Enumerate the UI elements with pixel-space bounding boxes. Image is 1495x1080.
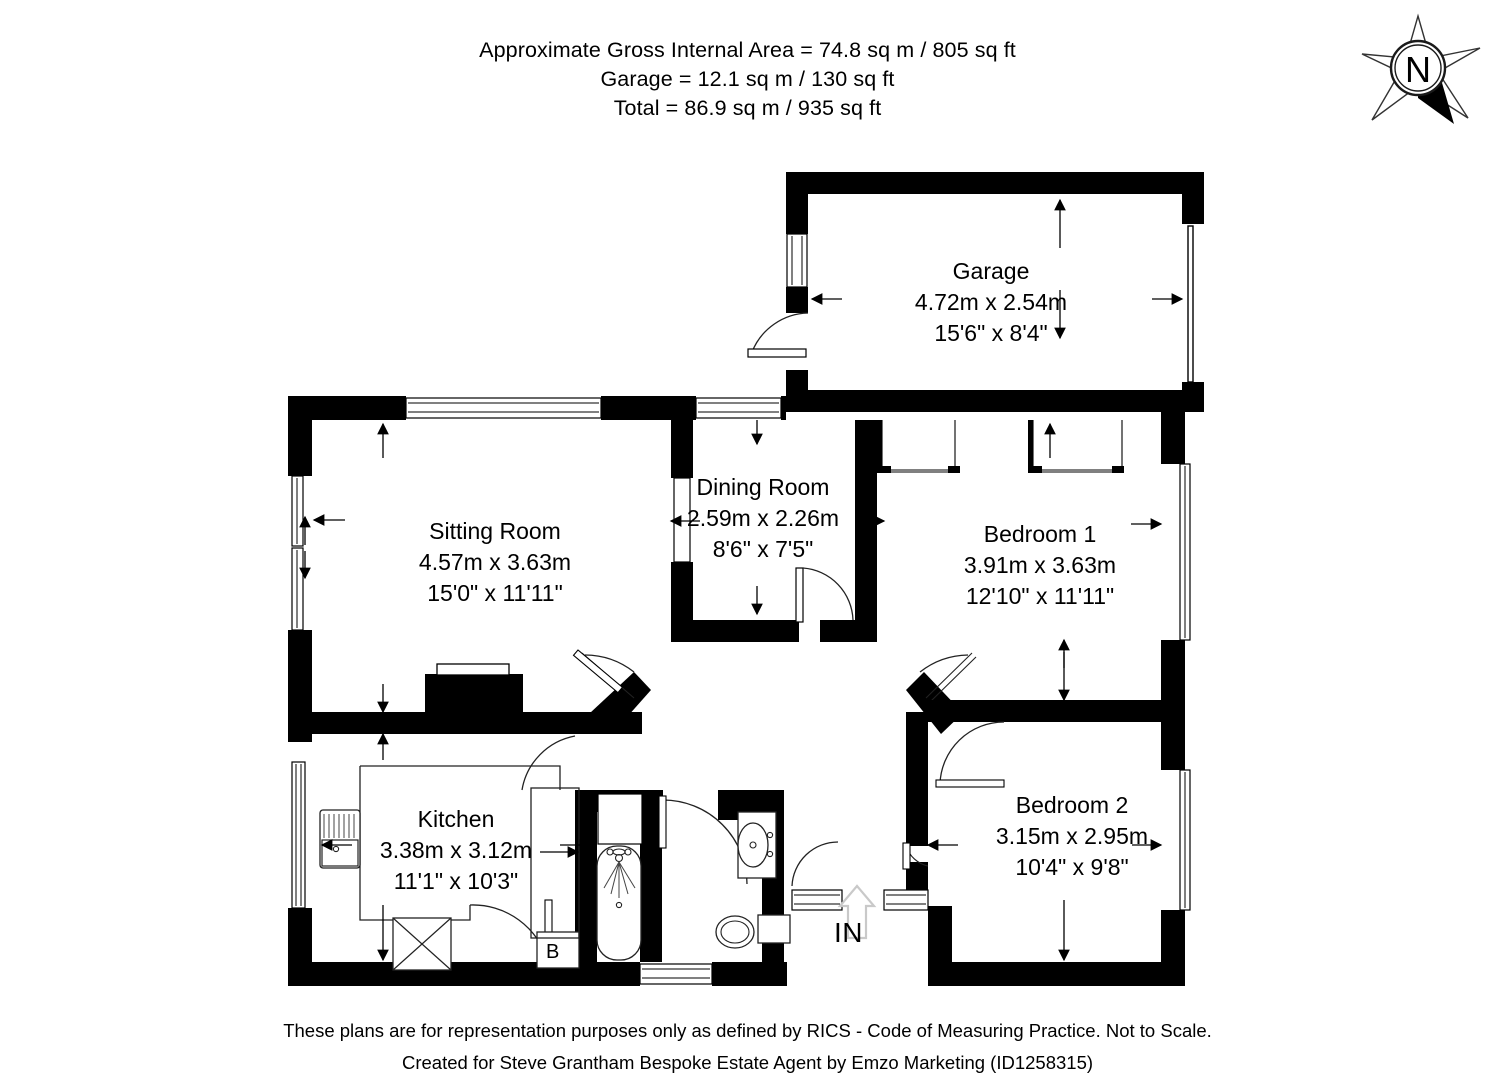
room-label-sitting-room: Sitting Room 4.57m x 3.63m 15'0" x 11'11… [370, 516, 620, 609]
creator-credit: Created for Steve Grantham Bespoke Estat… [401, 1052, 1094, 1073]
room-label-dining-room: Dining Room 2.59m x 2.26m 8'6" x 7'5" [665, 472, 861, 565]
dining-room-imperial: 8'6" x 7'5" [712, 536, 814, 562]
garage-imperial: 15'6" x 8'4" [934, 320, 1048, 346]
garage-metric: 4.72m x 2.54m [914, 289, 1068, 315]
compass-north-label: N [1405, 49, 1431, 90]
bedroom-2-imperial: 10'4" x 9'8" [1015, 854, 1129, 880]
fixtures-group [319, 765, 791, 971]
sitting-room-name: Sitting Room [429, 518, 561, 544]
room-label-garage: Garage 4.72m x 2.54m 15'6" x 8'4" [875, 256, 1107, 349]
bedroom-1-imperial: 12'10" x 11'11" [965, 583, 1115, 609]
plan-footer: These plans are for representation purpo… [0, 1015, 1495, 1079]
sitting-room-imperial: 15'0" x 11'11" [427, 580, 563, 606]
rics-disclaimer: These plans are for representation purpo… [283, 1020, 1212, 1041]
garage-name: Garage [952, 258, 1030, 284]
room-label-bedroom-1: Bedroom 1 3.91m x 3.63m 12'10" x 11'11" [920, 519, 1160, 612]
kitchen-metric: 3.38m x 3.12m [379, 837, 533, 863]
room-label-kitchen: Kitchen 3.38m x 3.12m 11'1" x 10'3" [358, 804, 554, 897]
sitting-room-metric: 4.57m x 3.63m [418, 549, 572, 575]
room-label-bedroom-2: Bedroom 2 3.15m x 2.95m 10'4" x 9'8" [962, 790, 1182, 883]
bedroom-2-metric: 3.15m x 2.95m [995, 823, 1149, 849]
bedroom-1-metric: 3.91m x 3.63m [963, 552, 1117, 578]
walls-group [288, 172, 1204, 986]
entrance-label: IN [834, 917, 863, 948]
bedroom-1-name: Bedroom 1 [983, 521, 1097, 547]
kitchen-imperial: 11'1" x 10'3" [393, 868, 519, 894]
entrance-direction-arrow-icon [837, 884, 877, 940]
boiler-cupboard-label: B [546, 941, 560, 963]
compass-rose-icon: N [1361, 13, 1481, 124]
kitchen-name: Kitchen [417, 806, 495, 832]
bedroom-2-name: Bedroom 2 [1015, 792, 1129, 818]
dimension-arrows-group [299, 198, 1184, 962]
dining-room-metric: 2.59m x 2.26m [686, 505, 840, 531]
dining-room-name: Dining Room [696, 474, 830, 500]
